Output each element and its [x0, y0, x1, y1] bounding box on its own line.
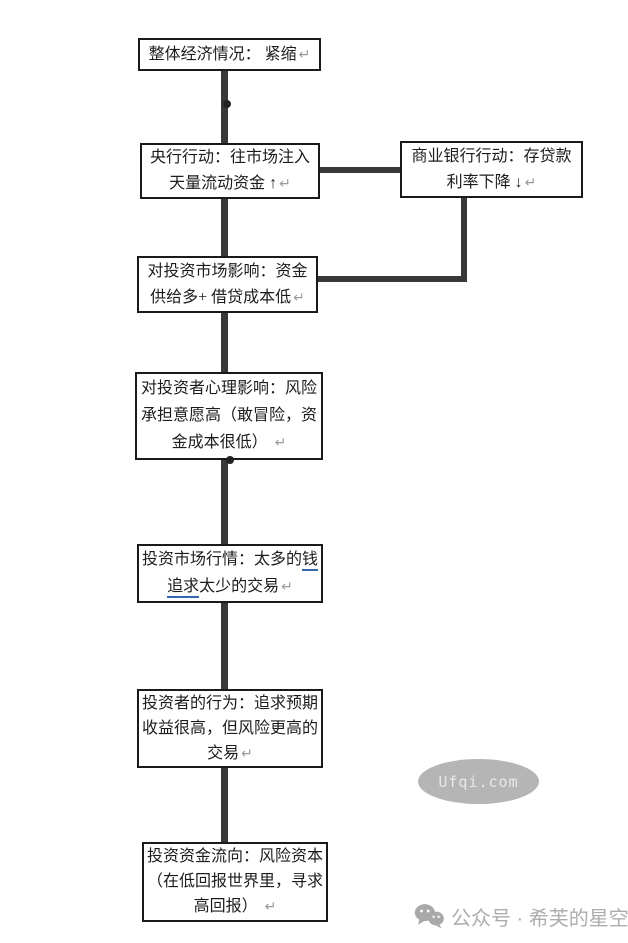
- node-investment-market-impact: 对投资市场影响：资金 供给多+ 借贷成本低↵: [137, 256, 318, 313]
- return-mark-icon: ↵: [281, 579, 293, 595]
- node-text-line: 投资市场行情：太多的钱: [142, 546, 319, 573]
- node-text-line: 对投资市场影响：资金: [147, 262, 308, 280]
- node-text-line: 供给多+ 借贷成本低↵: [150, 288, 305, 306]
- return-mark-icon: ↵: [264, 899, 277, 915]
- node-text-line: （在低回报世界里，寻求: [146, 873, 323, 890]
- return-mark-icon: ↵: [293, 289, 305, 306]
- connector-central-bank-to-market-impact: [221, 197, 228, 258]
- node-text-line: 追求太少的交易↵: [167, 573, 293, 601]
- watermark-ellipse: Ufqi.com: [418, 759, 539, 804]
- node-text-line: 对投资者心理影响：风险: [140, 380, 317, 397]
- connector-commercial-bank-elbow-vertical: [461, 197, 467, 282]
- connector-central-bank-to-commercial-bank: [318, 167, 402, 173]
- node-overall-economy: 整体经济情况： 紧缩↵: [138, 38, 321, 71]
- node-investor-psychology-impact: 对投资者心理影响：风险 承担意愿高（敢冒险，资 金成本很低）↵: [135, 372, 323, 460]
- connector-commercial-bank-elbow-horizontal: [318, 276, 467, 282]
- connector-behavior-to-capital-flow: [221, 767, 228, 844]
- return-mark-icon: ↵: [274, 435, 287, 451]
- node-investor-behavior: 投资者的行为：追求预期 收益很高，但风险更高的 交易↵: [137, 689, 323, 768]
- underlined-text: 追求: [167, 578, 200, 598]
- node-commercial-bank-action: 商业银行行动：存贷款 利率下降 ↓↵: [400, 141, 583, 198]
- connector-endpoint-dot: [226, 456, 234, 464]
- return-mark-icon: ↵: [241, 745, 253, 762]
- footer: 公众号 · 希芙的星空: [414, 901, 628, 931]
- watermark-text: Ufqi.com: [438, 772, 519, 791]
- connector-market-impact-to-psychology: [221, 311, 228, 374]
- node-text-line: 投资资金流向：风险资本: [146, 848, 323, 865]
- node-text-line: 金成本很低）↵: [171, 434, 287, 451]
- node-market-condition: 投资市场行情：太多的钱 追求太少的交易↵: [137, 544, 323, 603]
- node-text-line: 整体经济情况： 紧缩↵: [148, 45, 311, 63]
- footer-account-name: 公众号 · 希芙的星空: [451, 907, 628, 930]
- node-text-line: 交易↵: [207, 744, 253, 762]
- return-mark-icon: ↵: [524, 174, 537, 191]
- underlined-text: 钱: [302, 551, 319, 571]
- node-text-line: 投资者的行为：追求预期: [141, 694, 318, 712]
- node-text-line: 天量流动资金 ↑↵: [169, 175, 291, 192]
- return-mark-icon: ↵: [279, 176, 291, 192]
- node-text-line: 高回报）↵: [193, 898, 277, 915]
- connector-market-condition-to-behavior: [221, 602, 228, 691]
- node-capital-flow: 投资资金流向：风险资本 （在低回报世界里，寻求 高回报）↵: [142, 842, 328, 922]
- node-text-line: 承担意愿高（敢冒险，资: [140, 407, 317, 424]
- node-text-line: 收益很高，但风险更高的: [141, 719, 318, 737]
- connector-midpoint-dot: [223, 100, 231, 108]
- node-central-bank-action: 央行行动：往市场注入 天量流动资金 ↑↵: [140, 143, 320, 199]
- node-text-line: 央行行动：往市场注入: [149, 149, 310, 166]
- node-text-line: 利率下降 ↓↵: [446, 173, 537, 191]
- return-mark-icon: ↵: [298, 46, 311, 63]
- node-text-line: 商业银行行动：存贷款: [411, 147, 572, 165]
- wechat-icon: [414, 903, 444, 929]
- connector-psychology-to-market-condition: [221, 459, 228, 546]
